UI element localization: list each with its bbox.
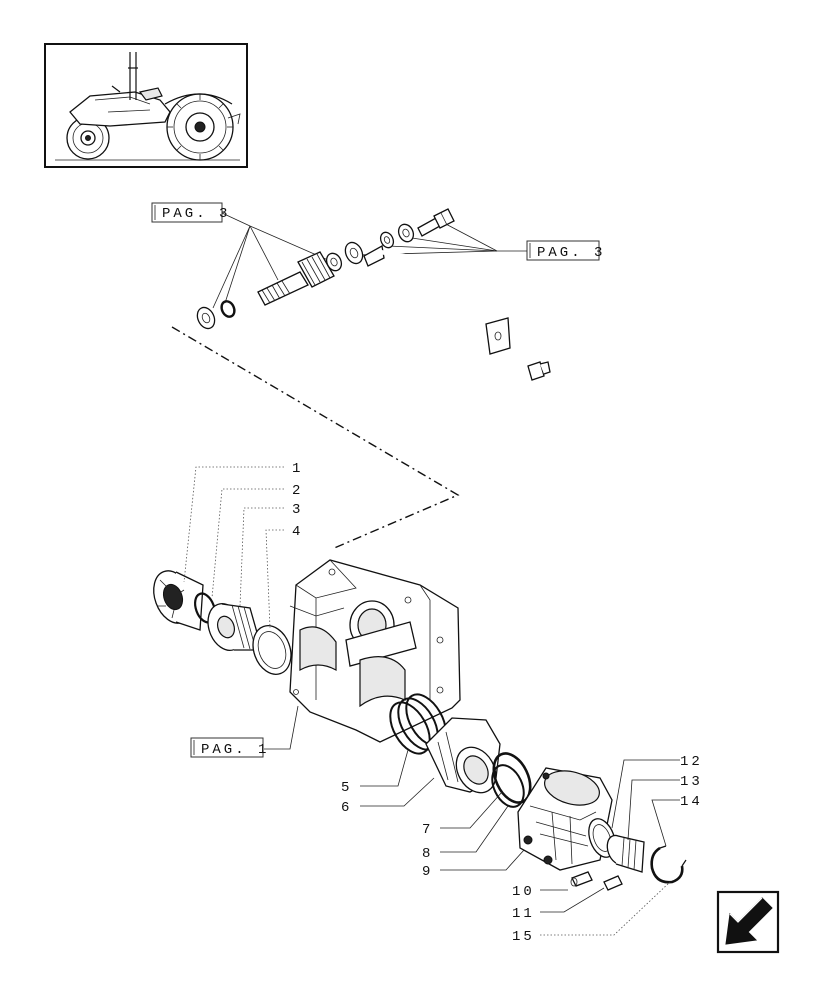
callout-9: 9 [422, 864, 433, 880]
part-7-oring [492, 752, 532, 804]
callout-3: 3 [292, 502, 303, 518]
callout-4: 4 [292, 524, 303, 540]
callout-numbers: 1 2 3 4 5 6 7 8 9 10 11 15 12 13 14 [292, 461, 703, 945]
callout-10: 10 [512, 884, 535, 900]
part-9-cover [517, 767, 613, 871]
part-10-pin [570, 871, 593, 887]
part-4-thrust-ring [252, 625, 292, 675]
part-1-coupling [153, 570, 204, 631]
tractor-thumbnail-icon[interactable] [44, 43, 248, 168]
pag1-ref[interactable]: PAG. 1 [190, 737, 269, 758]
callout-leaders [183, 466, 680, 936]
callout-14: 14 [680, 794, 703, 810]
part-3-hub [207, 603, 263, 651]
back-arrow-icon[interactable] [716, 890, 780, 954]
callout-13: 13 [680, 774, 703, 790]
upper-washer [196, 306, 216, 330]
callout-1: 1 [292, 461, 303, 477]
pag3-left-label: PAG. 3 [162, 206, 230, 222]
callout-12: 12 [680, 754, 703, 770]
upper-fitting [257, 251, 335, 306]
callout-2: 2 [292, 483, 303, 499]
callout-8: 8 [422, 846, 433, 862]
part-14-snap-ring [650, 845, 687, 884]
pag3-right-label: PAG. 3 [537, 245, 605, 261]
part-8-oring [491, 764, 525, 808]
main-housing [289, 559, 461, 743]
assembly-path-line [171, 326, 460, 550]
pag1-label: PAG. 1 [201, 742, 269, 758]
callout-5: 5 [341, 780, 352, 796]
upper-hydraulic-pipe [363, 244, 551, 381]
part-11-pin [603, 875, 623, 891]
upper-banjo-bolt [417, 208, 455, 237]
part-13-shaft [606, 834, 645, 873]
part-6-bellows [425, 717, 501, 794]
callout-6: 6 [341, 800, 352, 816]
callout-11: 11 [512, 906, 535, 922]
upper-seal-washers [325, 223, 415, 272]
upper-circlip [220, 300, 236, 318]
callout-7: 7 [422, 822, 433, 838]
callout-15: 15 [512, 929, 535, 945]
pag3-right-ref[interactable]: PAG. 3 [526, 240, 605, 261]
pag3-left-ref[interactable]: PAG. 3 [151, 202, 230, 223]
pag3-right-leaders [355, 221, 527, 256]
